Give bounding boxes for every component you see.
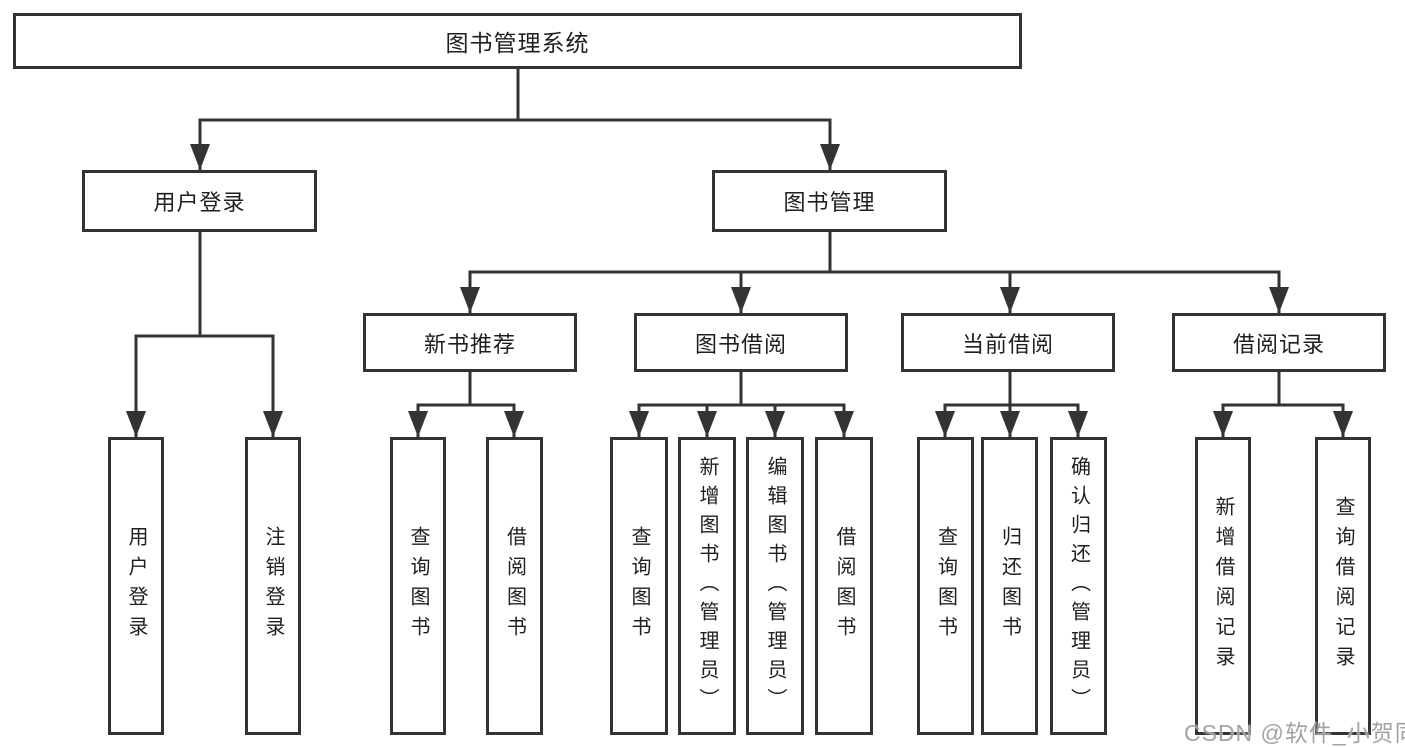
connector-newbook-to-leaves xyxy=(416,372,516,437)
leaf-confirm-return-admin: 确认归还（管理员） xyxy=(1050,437,1107,735)
arrowhead xyxy=(504,411,524,437)
node-current-borrowing: 当前借阅 xyxy=(901,313,1115,372)
arrowhead xyxy=(1068,411,1088,437)
watermark-text: CSDN @软件_小贺同学 xyxy=(1184,720,1405,746)
leaf-return-books: 归还图书 xyxy=(981,437,1038,735)
leaf-borrow-books-borrow: 借阅图书 xyxy=(815,437,873,735)
arrowhead xyxy=(820,144,840,170)
connector-bookmgmt-to-level3 xyxy=(468,232,1281,313)
arrowhead xyxy=(765,411,785,437)
leaf-label: 用户登录 xyxy=(125,526,147,646)
node-book-management: 图书管理 xyxy=(712,170,947,232)
leaf-query-books-current: 查询图书 xyxy=(917,437,974,735)
arrowhead xyxy=(460,287,480,313)
leaf-query-borrow-record: 查询借阅记录 xyxy=(1315,437,1371,735)
node-library-management-system: 图书管理系统 xyxy=(13,13,1022,69)
arrowhead xyxy=(1000,411,1020,437)
leaf-add-borrow-record: 新增借阅记录 xyxy=(1195,437,1251,735)
leaf-query-books-borrow: 查询图书 xyxy=(610,437,668,735)
connector-userlogin-to-leaves xyxy=(134,232,275,437)
connector-records-to-leaves xyxy=(1221,372,1345,437)
connector-root-to-level2 xyxy=(198,69,832,170)
leaf-label: 查询借阅记录 xyxy=(1332,496,1354,676)
leaf-logout: 注销登录 xyxy=(245,437,301,735)
arrowhead xyxy=(629,411,649,437)
connector-bookborrow-to-leaves xyxy=(637,372,846,437)
node-new-book-recommendation: 新书推荐 xyxy=(363,313,577,372)
arrowhead xyxy=(731,287,751,313)
leaf-label: 借阅图书 xyxy=(833,526,855,646)
arrowhead xyxy=(935,411,955,437)
arrowhead xyxy=(190,144,210,170)
leaf-label: 新增借阅记录 xyxy=(1212,496,1234,676)
connector-paths xyxy=(134,69,1345,437)
arrowhead xyxy=(263,411,283,437)
leaf-label: 新增图书（管理员） xyxy=(696,455,718,717)
leaf-query-books-recommend: 查询图书 xyxy=(390,437,446,735)
leaf-label: 归还图书 xyxy=(998,526,1021,646)
leaf-label: 注销登录 xyxy=(262,526,284,646)
arrowhead xyxy=(1000,287,1020,313)
arrowhead xyxy=(1269,287,1289,313)
node-user-login: 用户登录 xyxy=(82,170,317,232)
leaf-label: 借阅图书 xyxy=(503,526,526,646)
node-borrowing-records: 借阅记录 xyxy=(1172,313,1386,372)
node-book-borrowing: 图书借阅 xyxy=(634,313,848,372)
arrowhead xyxy=(1213,411,1233,437)
connector-currentborrow-to-leaves xyxy=(943,372,1080,437)
arrowhead xyxy=(408,411,428,437)
leaf-edit-book-admin: 编辑图书（管理员） xyxy=(746,437,804,735)
leaf-user-login: 用户登录 xyxy=(108,437,164,735)
arrowhead xyxy=(697,411,717,437)
arrowhead xyxy=(834,411,854,437)
leaf-label: 确认归还（管理员） xyxy=(1067,455,1090,717)
arrowhead xyxy=(126,411,146,437)
leaf-label: 查询图书 xyxy=(934,526,957,646)
leaf-label: 查询图书 xyxy=(407,526,429,646)
leaf-borrow-books-recommend: 借阅图书 xyxy=(486,437,543,735)
leaf-label: 编辑图书（管理员） xyxy=(764,455,786,717)
arrowhead xyxy=(1333,411,1353,437)
leaf-label: 查询图书 xyxy=(628,526,650,646)
leaf-add-book-admin: 新增图书（管理员） xyxy=(678,437,736,735)
